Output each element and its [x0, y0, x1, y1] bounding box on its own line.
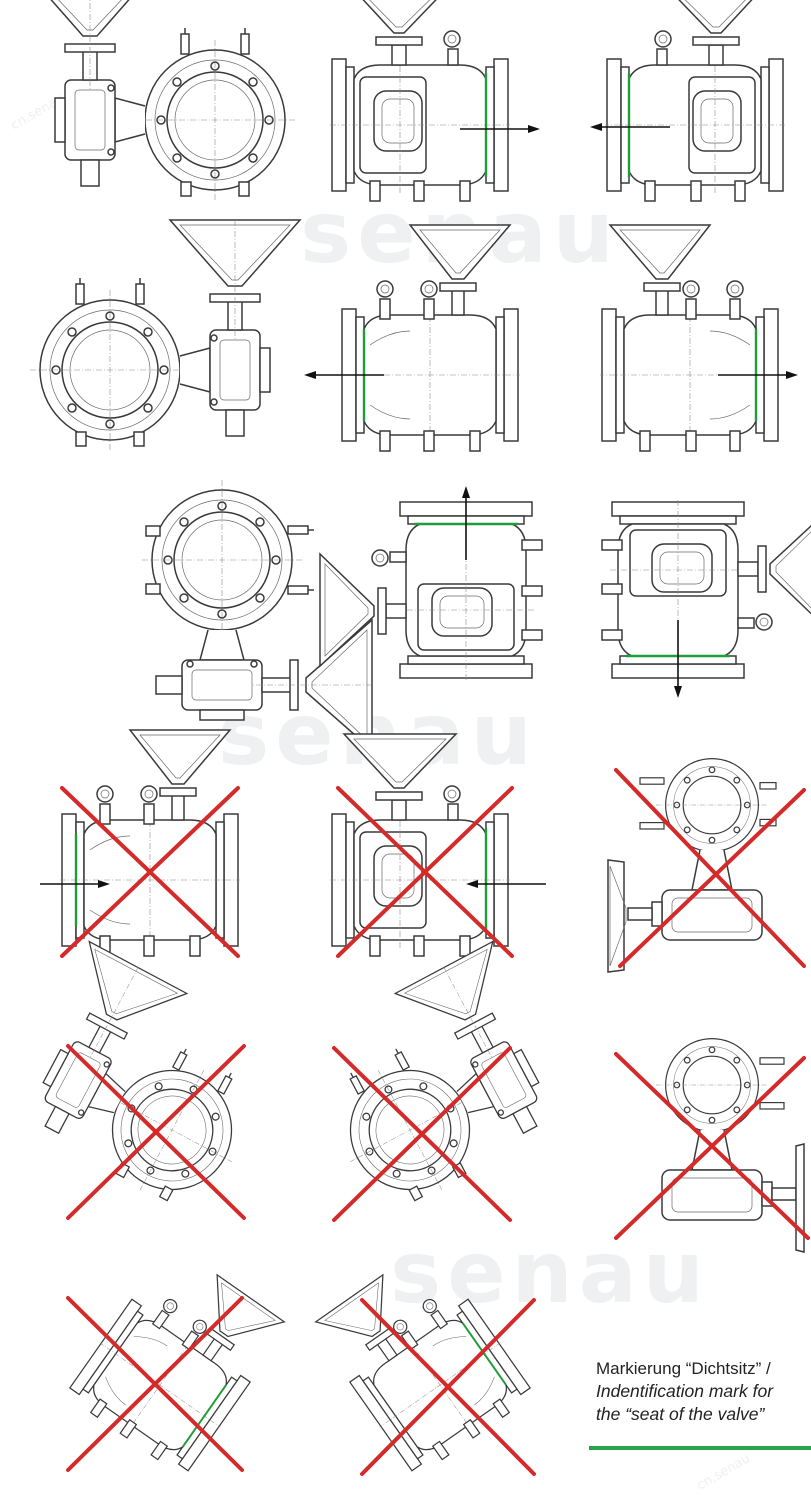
forbidden-cross [360, 1298, 536, 1476]
figure-side-view-flow-left [304, 224, 521, 452]
figure-end-view-mirrored [29, 219, 301, 451]
legend-line-2: Indentification mark for [596, 1381, 774, 1401]
forbidden-cross [66, 1044, 246, 1220]
figure-side-view-flow-right [599, 224, 798, 452]
legend-seat-mark-line [589, 1446, 811, 1450]
figure-vertical-flow-down [601, 499, 811, 698]
figure-side-view-flow-left [590, 0, 786, 202]
figure-side-view-forbidden [40, 729, 241, 958]
figure-side-view-flow-right [329, 0, 540, 202]
figure-end-view [24, 0, 296, 201]
figure-end-view-tilted-forbidden [0, 940, 293, 1223]
figure-end-view-tilted-forbidden [289, 940, 586, 1223]
figure-vertical-flow-up [319, 486, 543, 681]
figure-side-view-tilted-forbidden [308, 1241, 537, 1479]
watermark-text: cn.senau [695, 1451, 753, 1493]
figure-side-view-forbidden [329, 733, 546, 958]
figure-side-view-tilted-forbidden [63, 1241, 292, 1479]
legend-line-3: the “seat of the valve” [596, 1404, 765, 1424]
figure-end-view-forbidden [614, 1037, 810, 1253]
watermark-text: senau [390, 1223, 710, 1323]
legend: Markierung “Dichtsitz” / Indentification… [596, 1358, 811, 1426]
forbidden-cross [66, 1296, 244, 1472]
figure-end-view-forbidden [607, 757, 806, 973]
legend-line-1: Markierung “Dichtsitz” / [596, 1359, 771, 1378]
forbidden-cross [332, 1046, 512, 1222]
